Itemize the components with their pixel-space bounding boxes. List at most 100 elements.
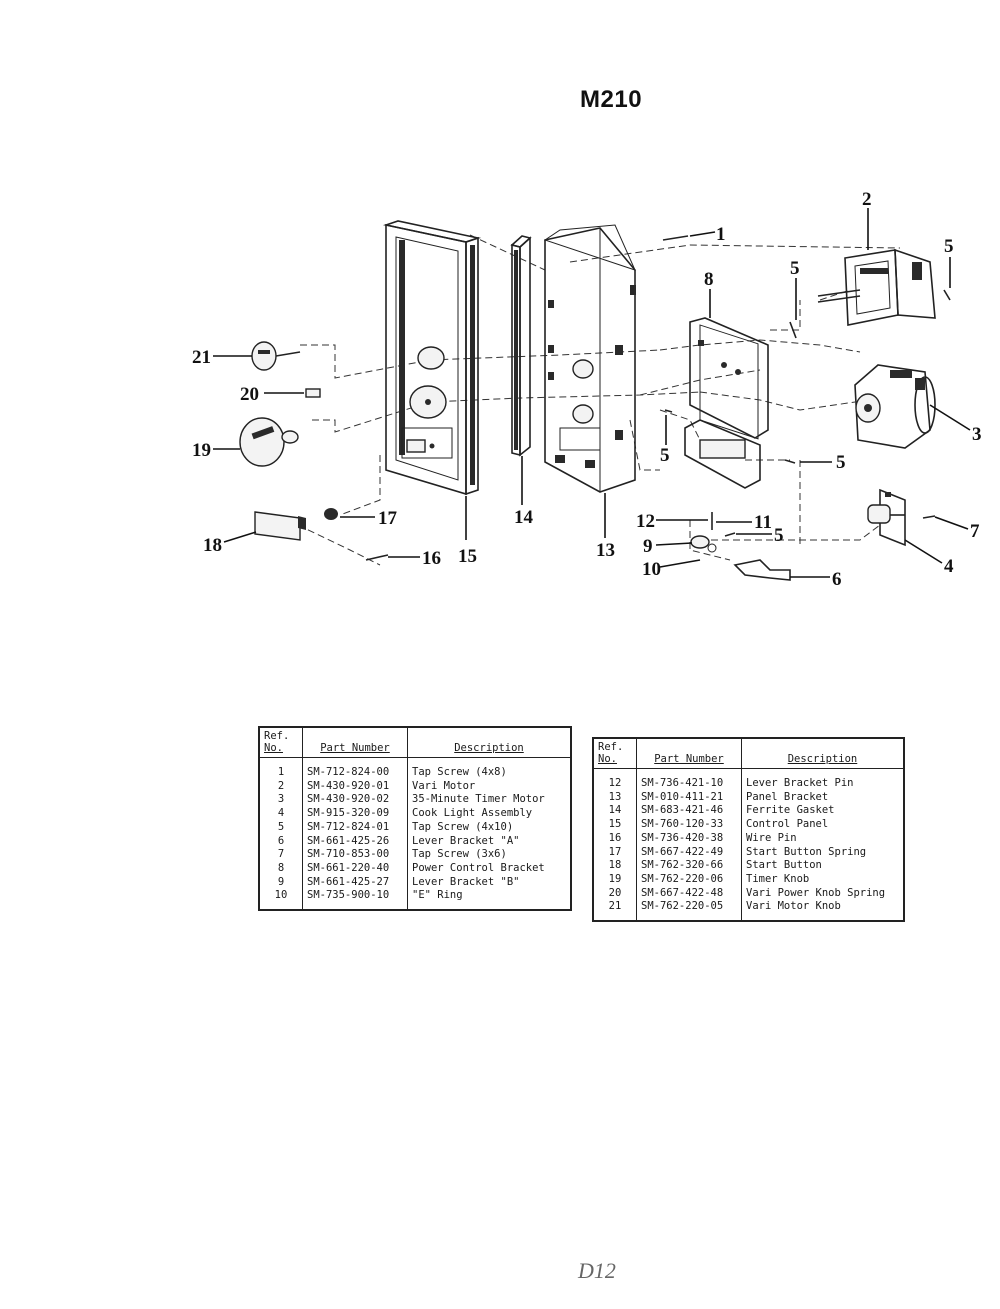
callout-4: 4 bbox=[944, 556, 954, 577]
row-part-number: SM-010-411-21 bbox=[636, 790, 742, 805]
part-number-header: Part Number bbox=[636, 738, 742, 769]
timer-motor bbox=[854, 364, 936, 449]
row-description: Panel Bracket bbox=[746, 790, 829, 803]
callout-9: 9 bbox=[643, 536, 653, 557]
row-part-number: SM-762-220-05 bbox=[636, 900, 742, 922]
panel-bracket bbox=[543, 224, 636, 493]
row-ref: 7 bbox=[259, 848, 303, 862]
row-description: 35-Minute Timer Motor bbox=[412, 793, 545, 806]
power-control-bracket bbox=[684, 317, 769, 489]
row-part-number: SM-710-853-00 bbox=[302, 848, 408, 862]
row-ref: 15 bbox=[593, 818, 637, 832]
row-description: Tap Screw (4x8) bbox=[412, 766, 507, 778]
callout-13: 13 bbox=[596, 540, 615, 561]
row-description: Control Panel bbox=[746, 818, 829, 831]
description-header-label: Description bbox=[787, 753, 858, 765]
row-part-number: SM-667-422-48 bbox=[636, 886, 742, 901]
part-number-header-label: Part Number bbox=[320, 742, 390, 754]
callout-5-lever: 5 bbox=[774, 525, 784, 546]
part-number-header: Part Number bbox=[302, 727, 408, 758]
ref-header: Ref. No. bbox=[593, 738, 637, 769]
row-ref: 2 bbox=[259, 779, 303, 794]
row-description: Vari Motor Knob bbox=[746, 900, 841, 913]
row-part-number: SM-760-120-33 bbox=[636, 818, 742, 832]
page-number: D12 bbox=[578, 1258, 616, 1283]
row-description: Lever Bracket "B" bbox=[412, 875, 520, 888]
control-panel bbox=[382, 220, 482, 496]
row-description: Start Button bbox=[746, 859, 822, 872]
row-ref: 19 bbox=[593, 872, 637, 887]
description-header-label: Description bbox=[454, 742, 524, 754]
cook-light-assembly bbox=[867, 488, 906, 547]
row-description: Lever Bracket Pin bbox=[746, 777, 854, 789]
row-description: Wire Pin bbox=[746, 831, 797, 844]
callout-3: 3 bbox=[972, 424, 982, 445]
row-description: Lever Bracket "A" bbox=[412, 834, 520, 847]
row-ref: 20 bbox=[593, 886, 637, 901]
row-part-number: SM-712-824-00 bbox=[302, 757, 408, 780]
callout-5-lower: 5 bbox=[836, 452, 846, 473]
row-description: Ferrite Gasket bbox=[746, 804, 835, 817]
row-part-number: SM-915-320-09 bbox=[302, 807, 408, 821]
row-ref: 12 bbox=[593, 768, 637, 791]
row-description: Tap Screw (3x6) bbox=[412, 848, 507, 861]
description-header: Description bbox=[407, 727, 571, 758]
callout-6: 6 bbox=[832, 569, 842, 590]
row-description: "E" Ring bbox=[412, 889, 463, 902]
row-ref: 3 bbox=[259, 793, 303, 808]
row-description: Vari Power Knob Spring bbox=[746, 886, 886, 899]
row-ref: 13 bbox=[593, 790, 637, 805]
ferrite-gasket bbox=[510, 235, 532, 457]
callout-17: 17 bbox=[378, 508, 398, 529]
row-ref: 16 bbox=[593, 831, 637, 846]
leader-lines bbox=[213, 208, 971, 578]
callout-14: 14 bbox=[514, 507, 534, 528]
row-part-number: SM-430-920-02 bbox=[302, 793, 408, 808]
row-part-number: SM-736-421-10 bbox=[636, 768, 742, 791]
callout-11: 11 bbox=[754, 512, 772, 533]
row-part-number: SM-712-824-01 bbox=[302, 820, 408, 835]
row-part-number: SM-661-425-26 bbox=[302, 834, 408, 849]
ref-header-line1: Ref. bbox=[598, 741, 624, 753]
ref-header-line2: No. bbox=[264, 742, 283, 754]
row-part-number: SM-430-920-01 bbox=[302, 779, 408, 794]
row-part-number: SM-667-422-49 bbox=[636, 845, 742, 860]
row-ref: 14 bbox=[593, 804, 637, 819]
callout-1: 1 bbox=[716, 224, 726, 245]
row-description: Timer Knob bbox=[746, 872, 810, 885]
callout-5-panel: 5 bbox=[660, 445, 670, 466]
row-description: Tap Screw (4x10) bbox=[412, 820, 514, 833]
row-ref: 4 bbox=[259, 807, 303, 821]
part-number-header-label: Part Number bbox=[654, 753, 724, 765]
callout-10: 10 bbox=[642, 559, 661, 580]
ref-header-line2: No. bbox=[598, 753, 617, 765]
small-parts bbox=[239, 235, 951, 581]
ref-header: Ref. No. bbox=[259, 727, 303, 758]
row-ref: 18 bbox=[593, 859, 637, 873]
row-part-number: SM-661-425-27 bbox=[302, 875, 408, 890]
page-title: M210 bbox=[580, 86, 643, 113]
exploded-parts-diagram: 1 2 3 4 5 5 5 5 5 6 7 8 9 10 11 12 13 14… bbox=[192, 189, 982, 590]
callout-15: 15 bbox=[458, 546, 477, 567]
row-part-number: SM-762-320-66 bbox=[636, 859, 742, 873]
callout-8: 8 bbox=[704, 269, 714, 290]
row-description: Vari Motor bbox=[412, 779, 476, 792]
row-ref: 21 bbox=[593, 900, 637, 922]
